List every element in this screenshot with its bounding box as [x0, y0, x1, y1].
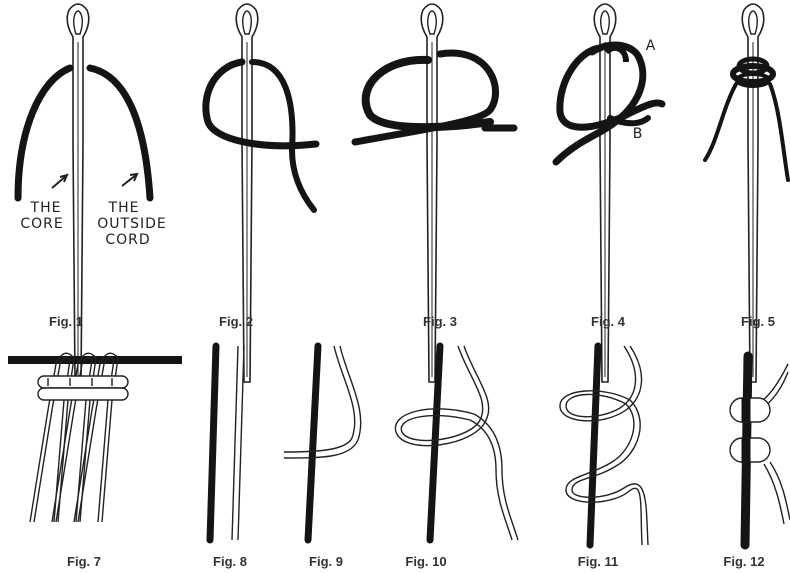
fig5-caption: Fig. 5	[741, 314, 775, 329]
fig9-illustration	[284, 346, 361, 540]
fig8-caption: Fig. 8	[213, 554, 247, 569]
outside-label-line3: CORD	[105, 232, 150, 248]
fig1-illustration	[18, 4, 150, 382]
fig10-illustration	[395, 346, 518, 540]
fig10-caption: Fig. 10	[405, 554, 446, 569]
point-b-label: B	[633, 126, 644, 142]
fig3-caption: Fig. 3	[423, 314, 457, 329]
fig7-illustration	[8, 353, 182, 522]
fig8-illustration	[210, 346, 244, 540]
fig11-caption: Fig. 11	[578, 554, 618, 569]
fig12-caption: Fig. 12	[723, 554, 764, 569]
fig2-caption: Fig. 2	[219, 314, 253, 329]
fig7-caption: Fig. 7	[67, 554, 101, 569]
point-a-label: A	[646, 38, 657, 54]
fig1-caption: Fig. 1	[49, 314, 83, 329]
core-label-line2: CORE	[20, 216, 63, 232]
outside-label-line2: OUTSIDE	[97, 216, 166, 232]
fig12-illustration	[730, 356, 790, 545]
fig4-caption: Fig. 4	[591, 314, 626, 329]
fig9-caption: Fig. 9	[309, 554, 343, 569]
outside-label-line1: THE	[108, 200, 140, 216]
core-label-line1: THE	[30, 200, 62, 216]
